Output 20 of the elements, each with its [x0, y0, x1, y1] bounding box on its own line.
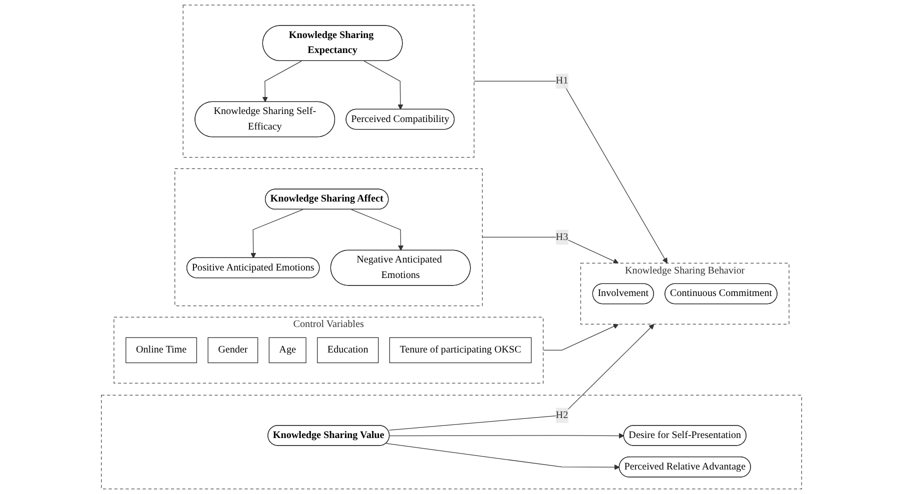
node-box: Age [268, 337, 306, 364]
arrow [389, 433, 624, 439]
cluster [182, 4, 474, 158]
arrow [262, 60, 302, 102]
edge-label: H1 [556, 76, 568, 86]
arrow [542, 324, 619, 351]
arrow [482, 236, 619, 264]
node-box: Online Time [126, 337, 197, 364]
arrow [474, 80, 668, 264]
edge-label: H2 [556, 410, 568, 420]
arrow [364, 60, 404, 110]
node-box: Gender [208, 337, 258, 364]
edge-label: H3 [556, 232, 568, 242]
node-box: Tenure of participating OKSC [389, 337, 532, 364]
arrow [250, 209, 304, 258]
cluster [174, 168, 483, 306]
arrow [351, 209, 404, 251]
cluster [101, 394, 802, 490]
arrow [386, 443, 620, 470]
node-box: Education [317, 337, 379, 364]
